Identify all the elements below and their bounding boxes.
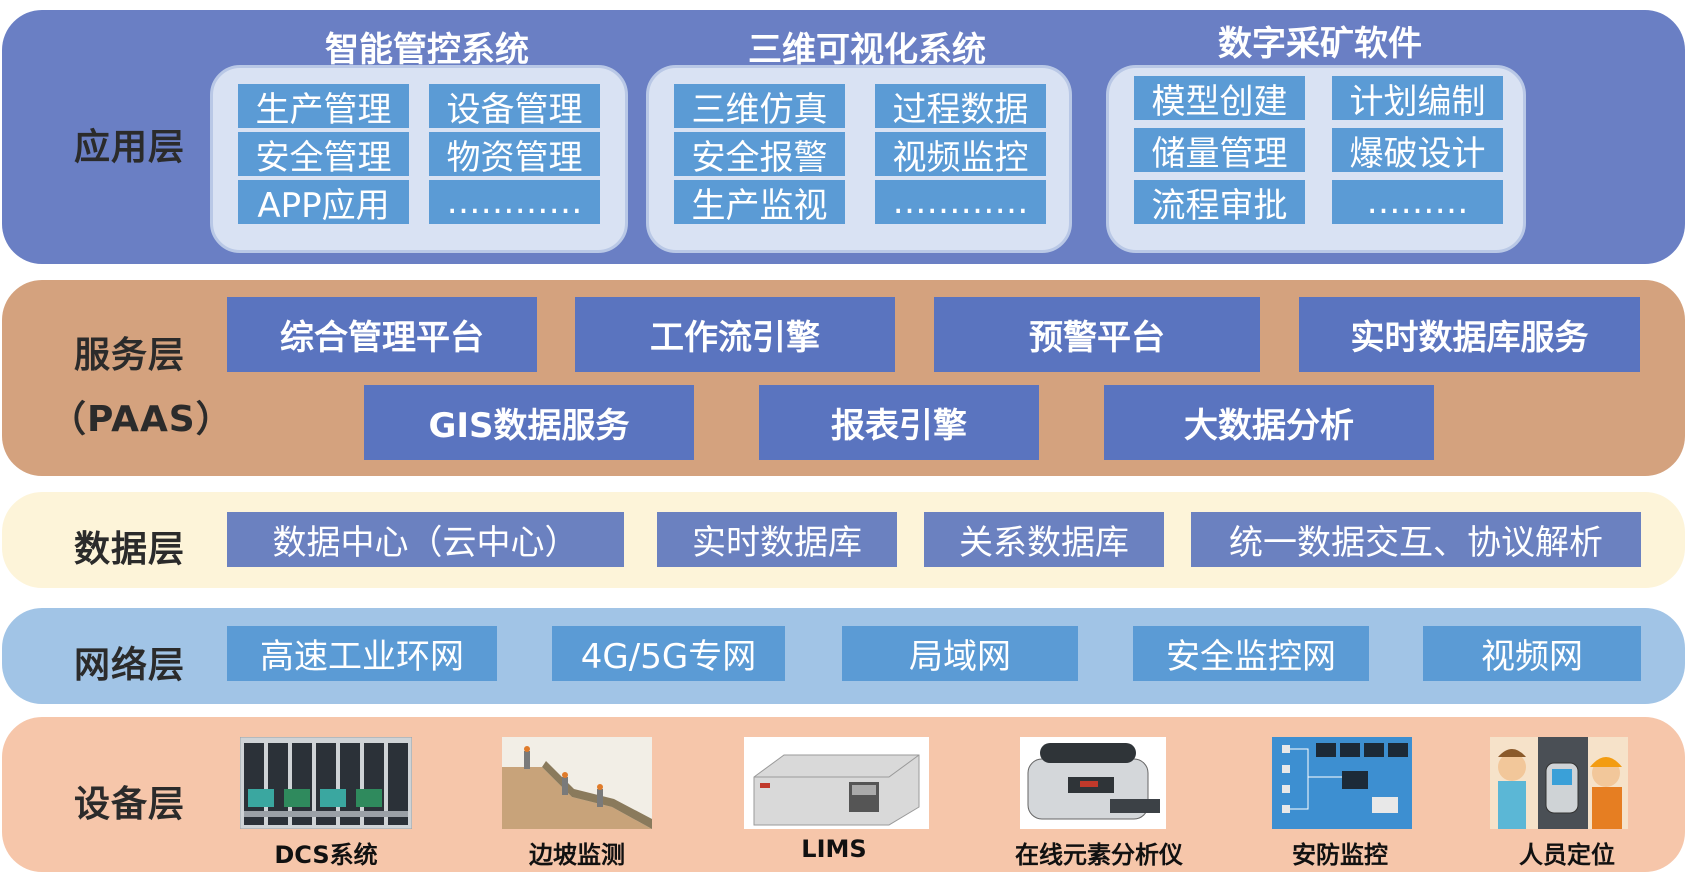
app-item[interactable]: 模型创建: [1134, 76, 1305, 122]
application-layer: 应用层 智能管控系统 生产管理 设备管理 安全管理 物资管理 APP应用 …………: [2, 10, 1685, 264]
app-item[interactable]: 过程数据: [875, 84, 1046, 130]
app-item[interactable]: 物资管理: [429, 132, 600, 178]
lims-instrument-image: [744, 737, 929, 829]
device-caption-slope: 边坡监测: [529, 841, 625, 869]
network-item[interactable]: 安全监控网: [1133, 626, 1369, 681]
security-monitoring-image: [1272, 737, 1412, 829]
layer-label-data: 数据层: [74, 529, 186, 570]
layer-sublabel-paas: （PAAS）: [50, 399, 233, 440]
app-item[interactable]: 生产管理: [238, 84, 409, 130]
device-caption-security: 安防监控: [1292, 841, 1388, 869]
service-item[interactable]: 大数据分析: [1104, 385, 1434, 460]
app-item[interactable]: 安全报警: [674, 132, 845, 178]
app-item[interactable]: 计划编制: [1332, 76, 1503, 122]
data-item[interactable]: 统一数据交互、协议解析: [1191, 512, 1641, 567]
app-item[interactable]: 三维仿真: [674, 84, 845, 130]
data-item[interactable]: 实时数据库: [657, 512, 897, 567]
network-item[interactable]: 视频网: [1423, 626, 1641, 681]
app-item[interactable]: 生产监视: [674, 180, 845, 226]
service-item[interactable]: 实时数据库服务: [1299, 297, 1640, 372]
network-layer: 网络层 高速工业环网 4G/5G专网 局域网 安全监控网 视频网: [2, 608, 1685, 704]
service-item[interactable]: 预警平台: [934, 297, 1260, 372]
layer-label-network: 网络层: [74, 645, 186, 686]
layer-label-service: 服务层: [74, 335, 186, 376]
app-item[interactable]: APP应用: [238, 180, 409, 226]
device-caption-analyzer: 在线元素分析仪: [1015, 841, 1183, 869]
app-item[interactable]: 储量管理: [1134, 128, 1305, 174]
app-item[interactable]: 设备管理: [429, 84, 600, 130]
app-item[interactable]: 视频监控: [875, 132, 1046, 178]
service-item[interactable]: GIS数据服务: [364, 385, 694, 460]
slope-monitoring-image: [502, 737, 652, 829]
device-caption-lims: LIMS: [801, 835, 867, 863]
network-item[interactable]: 局域网: [842, 626, 1078, 681]
system-title-smart-control: 智能管控系统: [325, 30, 529, 70]
dcs-cabinets-image: [240, 737, 412, 829]
device-caption-dcs: DCS系统: [274, 841, 378, 869]
app-item-ellipsis[interactable]: ………: [1332, 180, 1503, 224]
element-analyzer-image: [1020, 737, 1166, 829]
app-item[interactable]: 安全管理: [238, 132, 409, 178]
device-caption-positioning: 人员定位: [1519, 841, 1615, 869]
app-item[interactable]: 爆破设计: [1332, 128, 1503, 174]
layer-label-device: 设备层: [74, 784, 186, 825]
personnel-positioning-image: [1490, 737, 1628, 829]
device-layer: 设备层: [2, 717, 1685, 872]
service-item[interactable]: 工作流引擎: [575, 297, 895, 372]
system-group-3d-visualization: 三维仿真 过程数据 安全报警 视频监控 生产监视 …………: [646, 65, 1072, 253]
service-item[interactable]: 报表引擎: [759, 385, 1039, 460]
data-item[interactable]: 关系数据库: [924, 512, 1164, 567]
app-item[interactable]: 流程审批: [1134, 180, 1305, 226]
network-item[interactable]: 4G/5G专网: [552, 626, 785, 681]
layer-label-application: 应用层: [74, 127, 186, 168]
service-layer: 服务层 （PAAS） 综合管理平台 工作流引擎 预警平台 实时数据库服务 GIS…: [2, 280, 1685, 476]
system-title-3d-visualization: 三维可视化系统: [748, 30, 986, 70]
network-item[interactable]: 高速工业环网: [227, 626, 497, 681]
app-item-ellipsis[interactable]: …………: [429, 180, 600, 224]
data-layer: 数据层 数据中心（云中心） 实时数据库 关系数据库 统一数据交互、协议解析: [2, 492, 1685, 588]
system-group-digital-mining: 模型创建 计划编制 储量管理 爆破设计 流程审批 ………: [1106, 65, 1526, 253]
data-item[interactable]: 数据中心（云中心）: [227, 512, 624, 567]
app-item-ellipsis[interactable]: …………: [875, 180, 1046, 224]
system-title-digital-mining: 数字采矿软件: [1218, 24, 1422, 64]
system-group-smart-control: 生产管理 设备管理 安全管理 物资管理 APP应用 …………: [210, 65, 628, 253]
service-item[interactable]: 综合管理平台: [227, 297, 537, 372]
